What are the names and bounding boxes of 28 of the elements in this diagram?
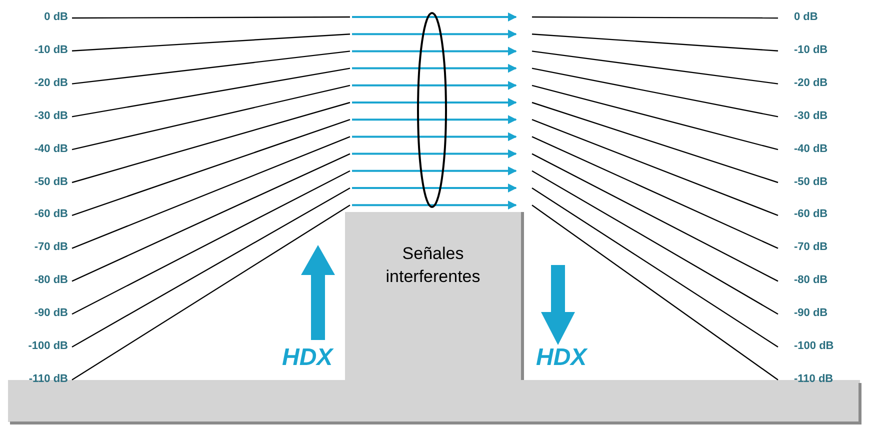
level-label: -80 dB (794, 274, 828, 288)
signal-direction-label: HDX (536, 345, 587, 371)
level-label: -20 dB (34, 76, 68, 90)
level-label: -50 dB (794, 176, 828, 188)
level-label: -110 dB (794, 372, 834, 386)
level-label: -40 dB (794, 142, 828, 156)
level-label: -50 dB (34, 176, 68, 188)
level-label: -70 dB (34, 241, 68, 254)
level-label: -100 dB (794, 340, 834, 353)
level-label: -10 dB (34, 44, 68, 57)
level-label: 0 dB (794, 11, 818, 24)
level-label: -60 dB (34, 208, 68, 222)
level-label: -90 dB (794, 307, 828, 320)
level-label: 0 dB (44, 11, 68, 24)
level-label: -20 dB (794, 76, 828, 90)
level-label: -30 dB (794, 110, 828, 123)
signal-direction-label: HDX (282, 345, 333, 371)
level-label: -30 dB (34, 110, 68, 123)
block-box (345, 212, 521, 380)
level-label: -90 dB (34, 307, 68, 320)
block-label: Señales interferentes (384, 243, 482, 288)
level-label: -10 dB (794, 44, 828, 57)
level-label: -80 dB (34, 274, 68, 288)
level-label: -70 dB (794, 241, 828, 254)
level-label: -110 dB (28, 372, 68, 386)
level-label: -60 dB (794, 208, 828, 222)
level-label: -100 dB (28, 340, 68, 353)
level-label: -40 dB (34, 142, 68, 156)
